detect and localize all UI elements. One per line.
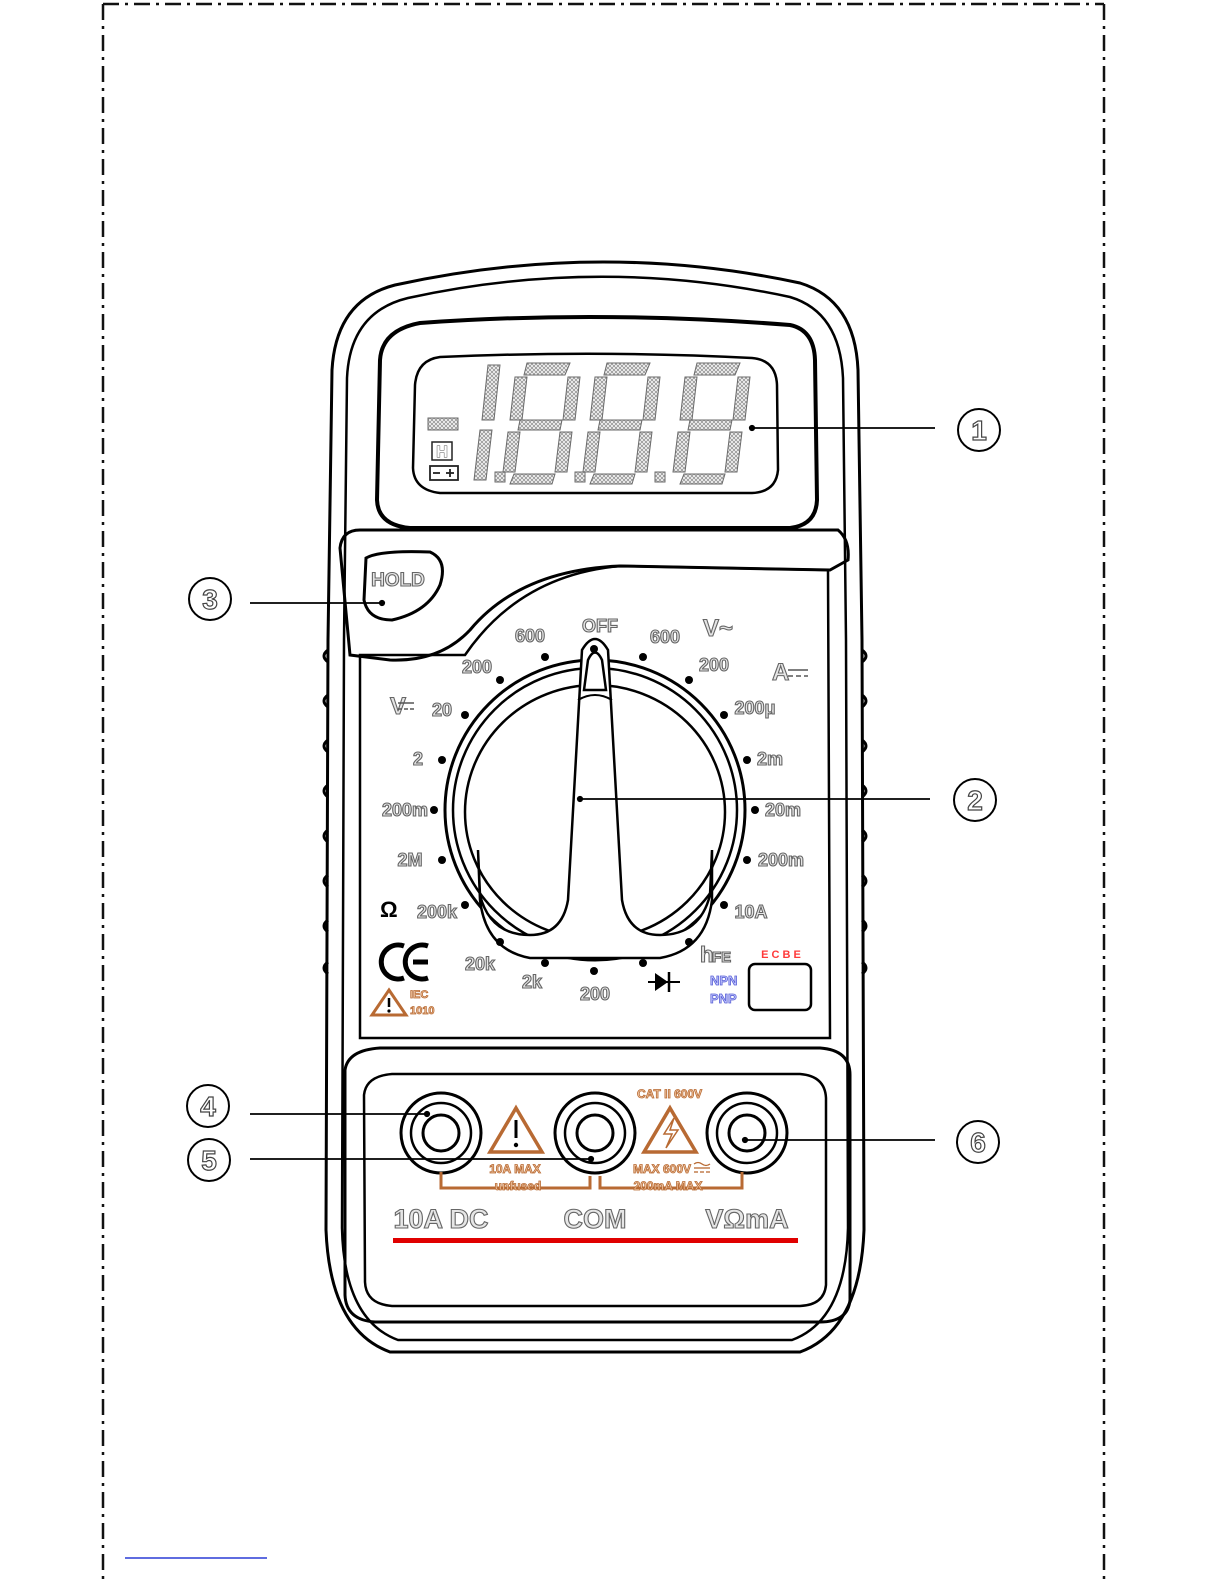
ohm-200k-label: 200k [417,902,458,922]
acv-200-label: 200 [699,655,729,675]
acv-symbol: V~ [703,615,733,642]
acv-600-label: 600 [650,627,680,647]
dca-2m-label: 2m [757,749,783,769]
iec-label: IEC [410,989,428,1001]
iec-warning-icon [372,990,406,1015]
jack-com[interactable] [555,1093,635,1173]
hold-button[interactable]: HOLD [364,552,442,620]
callout-6-label: 6 [970,1127,986,1158]
dcv-200-label: 200 [462,657,492,677]
dcv-2-label: 2 [413,749,423,769]
max-600v-label: MAX 600V [633,1162,691,1176]
jack-10a[interactable] [401,1093,481,1173]
dial-off-label: OFF [582,616,618,636]
iec-standard: 1010 [410,1005,434,1017]
lcd-digit-8c [673,363,750,484]
ce-mark-text: CE [0,0,2,1]
dcv-600-label: 600 [515,626,545,646]
pnp-label: PNP [710,991,737,1006]
dcv-symbol: V [390,693,406,720]
dca-10a-label: 10A [734,902,767,922]
hold-button-label: HOLD [371,570,425,591]
diode-icon [648,972,680,992]
caution-10a-icon [490,1108,542,1152]
callout-2-label: 2 [967,785,983,816]
ohm-200-label: 200 [580,984,610,1004]
lcd-display [428,363,750,484]
jack-panel [345,1048,850,1322]
callout-1-label: 1 [971,415,987,446]
jack-com-label: COM [564,1204,627,1234]
dca-20m-label: 20m [765,800,801,820]
svg-text:H: H [436,444,448,461]
lcd-digit-1 [482,365,500,420]
cat-rating-label: CAT II 600V [637,1087,702,1101]
ohm-20k-label: 20k [465,954,496,974]
jack-10a-label: 10A DC [393,1204,488,1234]
jack-vohm-label: VΩmA [705,1204,788,1234]
dca-symbol: A [772,659,789,686]
lcd-minus-sign [428,418,458,430]
callout-4-label: 4 [200,1091,216,1122]
hfe-socket[interactable] [749,964,811,1010]
callout-3-label: 3 [202,584,218,615]
dcv-20-label: 20 [432,700,452,720]
ce-mark-icon [381,945,428,979]
a10-max-label: 10A MAX [489,1162,541,1176]
battery-icon [430,466,458,480]
lcd-hold-indicator: H [432,442,452,461]
high-voltage-icon [644,1108,696,1152]
ohm-2m-label: 2M [397,850,422,870]
npn-label: NPN [710,973,737,988]
unfused-label: unfused [495,1179,542,1193]
max-dc-ac-symbol-icon [694,1163,710,1173]
jack-vohm[interactable] [707,1093,787,1173]
max-200ma-label: 200mA MAX [634,1179,703,1193]
dca-200m-label: 200m [758,850,804,870]
jack-labels: 10A DC COM VΩmA [393,1204,788,1234]
lcd-digit-8a [503,363,585,484]
hfe-socket-pins: E C B E [761,949,801,961]
callout-5-label: 5 [201,1145,217,1176]
ohm-symbol: Ω [380,897,398,922]
ohm-2k-label: 2k [522,972,543,992]
red-accent-bar [393,1238,798,1243]
hfe-fe-label: FE [712,949,731,966]
dca-200u-label: 200μ [734,698,775,718]
dcv-200m-label: 200m [382,800,428,820]
lcd-digit-8b [583,363,665,484]
